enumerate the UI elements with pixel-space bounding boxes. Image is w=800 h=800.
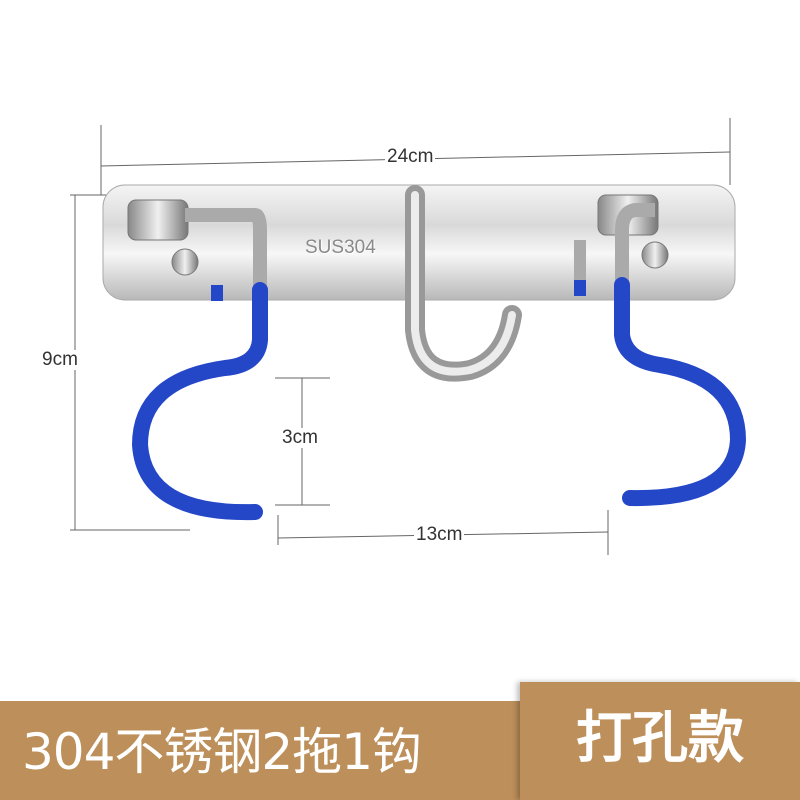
screw-icon [171, 248, 199, 276]
engraving-text: SUS304 [305, 237, 376, 258]
hook-spacing-label: 13cm [414, 524, 465, 545]
right-mop-hook [614, 277, 747, 507]
screw-icon [641, 241, 669, 269]
banner-title: 304不锈钢2拖1钩 [22, 723, 422, 781]
height-label: 9cm [40, 349, 80, 370]
variant-tag: 打孔款 [520, 682, 800, 800]
width-label: 24cm [385, 146, 436, 167]
left-mop-hook [131, 282, 268, 521]
hook-gap-label: 3cm [280, 427, 320, 448]
variant-tag-text: 打孔款 [576, 706, 744, 771]
left-hinge [127, 199, 189, 241]
